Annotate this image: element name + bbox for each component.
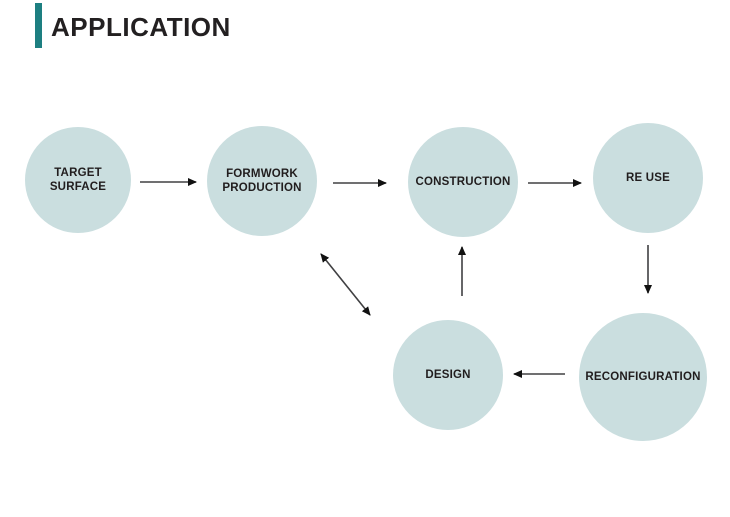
node-target-surface: TARGET SURFACE bbox=[25, 127, 131, 233]
node-reconfiguration: RECONFIGURATION bbox=[579, 313, 707, 441]
slide-header: APPLICATION bbox=[35, 3, 231, 48]
node-label: DESIGN bbox=[425, 369, 471, 381]
node-label: CONSTRUCTION bbox=[415, 176, 511, 188]
arrow-formwork-design-bidirectional bbox=[320, 253, 371, 316]
node-re-use: RE USE bbox=[593, 123, 703, 233]
node-label: RE USE bbox=[625, 172, 671, 184]
node-formwork-production: FORMWORK PRODUCTION bbox=[207, 126, 317, 236]
node-label: TARGET SURFACE bbox=[49, 167, 107, 193]
page-title: APPLICATION bbox=[51, 11, 231, 42]
node-design: DESIGN bbox=[393, 320, 503, 430]
node-label: RECONFIGURATION bbox=[585, 371, 701, 383]
node-construction: CONSTRUCTION bbox=[408, 127, 518, 237]
accent-bar bbox=[35, 3, 42, 48]
node-label: FORMWORK PRODUCTION bbox=[222, 168, 302, 194]
